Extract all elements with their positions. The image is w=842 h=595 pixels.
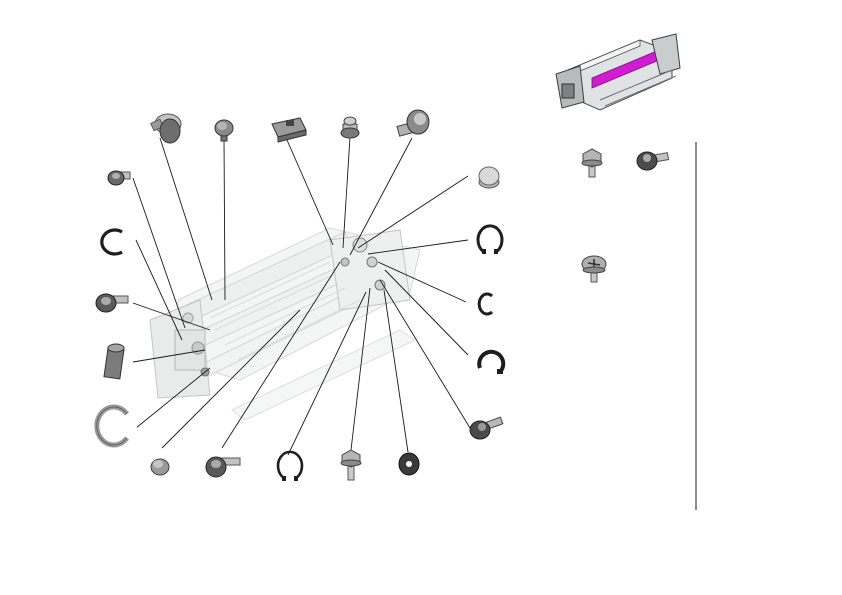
part-small-screw-left — [107, 170, 131, 186]
part-snap-ring-right-1 — [476, 224, 504, 254]
part-snap-ring-bottom — [276, 450, 304, 481]
part-flange-screw-right — [469, 416, 504, 440]
leader-line-7 — [367, 239, 469, 255]
part-snap-ring-right-2 — [477, 349, 506, 374]
loose-flange-screw — [636, 151, 670, 171]
reference-assembly-thumbnail — [552, 6, 681, 134]
part-c-clip-right — [477, 292, 494, 316]
part-rectangular-bracket — [271, 117, 307, 143]
part-knob — [214, 119, 234, 142]
leader-line-16 — [135, 367, 211, 429]
part-pin-top — [150, 113, 182, 144]
leader-lines — [132, 136, 471, 456]
part-flange-screw-bottom — [205, 456, 241, 478]
part-flange-screw-left — [95, 293, 129, 313]
leader-line-9 — [384, 269, 469, 356]
loose-parts-panel — [581, 142, 697, 510]
part-hex-screw-bottom — [340, 449, 362, 481]
leader-line-6 — [357, 175, 469, 249]
leader-line-11 — [383, 289, 409, 453]
leader-line-8 — [377, 261, 467, 303]
leader-line-14 — [221, 261, 341, 449]
part-shaft-pin — [396, 109, 430, 137]
loose-pan-screw — [581, 255, 607, 283]
leader-line-5 — [349, 137, 413, 256]
part-e-ring-large — [94, 402, 137, 448]
main-assembly-drawing — [149, 227, 421, 421]
leader-line-20 — [132, 177, 186, 329]
leader-line-1 — [159, 137, 213, 301]
part-knob-small-bottom — [150, 458, 170, 476]
leader-line-17 — [132, 349, 206, 363]
part-bushing — [103, 343, 125, 380]
leader-line-19 — [135, 239, 183, 341]
leader-line-10 — [379, 279, 471, 429]
part-stepped-pin — [340, 116, 360, 139]
leader-line-15 — [161, 309, 301, 449]
leader-line-3 — [286, 139, 334, 246]
part-cap — [478, 166, 500, 189]
leader-line-12 — [350, 287, 371, 451]
leader-line-4 — [342, 136, 351, 249]
leader-line-2 — [223, 137, 226, 301]
loose-hex-screw — [581, 148, 603, 178]
part-washer-bottom — [398, 452, 420, 476]
part-e-ring-left — [100, 228, 123, 256]
leader-line-13 — [287, 291, 367, 456]
